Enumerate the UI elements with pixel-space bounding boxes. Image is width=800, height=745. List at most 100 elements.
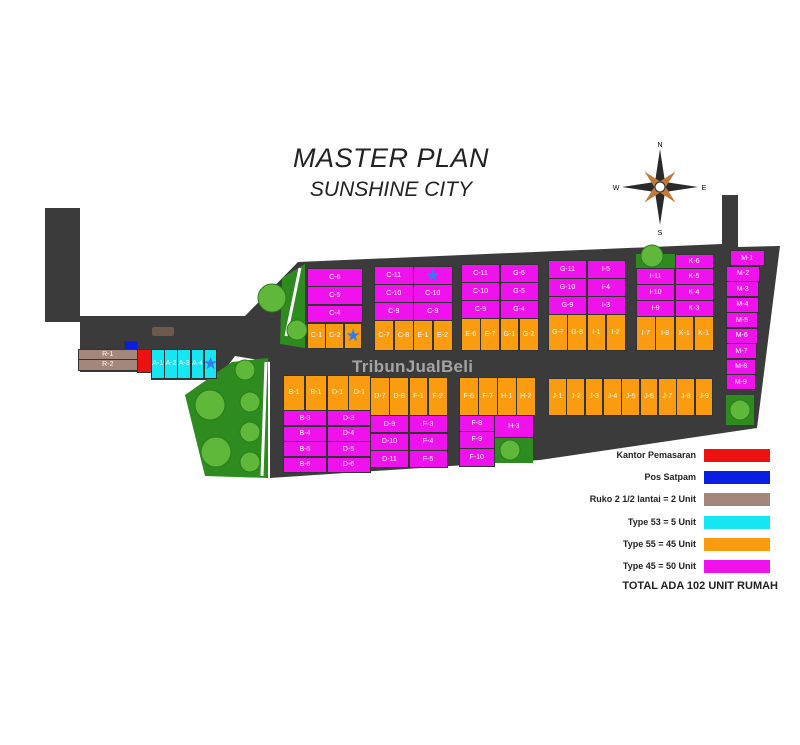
lot-g-10: G-10 xyxy=(548,278,587,297)
lot-d-5: D-5 xyxy=(326,441,371,457)
lot-label: G-2 xyxy=(522,330,535,338)
lot-label: E-1 xyxy=(417,331,429,339)
lot-c-4: C-4 xyxy=(307,304,363,324)
lot-a-1: A-1 xyxy=(151,349,165,379)
lot-label: B-1 xyxy=(310,389,322,397)
lot-label: G-9 xyxy=(561,301,574,309)
lot-label: M-4 xyxy=(736,301,749,308)
lot-c-11: C-11 xyxy=(374,266,414,285)
lot-e-1: E-1 xyxy=(413,320,433,351)
lot-label: B-1 xyxy=(288,389,300,397)
palm-tree-icon xyxy=(200,436,232,468)
lot-label: F-9 xyxy=(471,436,483,444)
lot-c-5: C-5 xyxy=(307,286,363,306)
lot-label: J-6 xyxy=(644,393,654,401)
lot-f-9: F-9 xyxy=(459,431,495,449)
lot-label: C-10 xyxy=(386,289,402,297)
legend-item-type45: Type 45 = 50 Unit xyxy=(560,559,770,573)
lot-label: F-1 xyxy=(413,392,424,400)
lot-label: M-6 xyxy=(735,332,748,339)
lot-d-6: D-6 xyxy=(326,456,371,473)
lot-label: H-1 xyxy=(501,392,513,400)
lot-label: D-10 xyxy=(381,438,398,445)
legend-item-type55: Type 55 = 45 Unit xyxy=(560,537,770,551)
lot-label: B-4 xyxy=(299,430,311,437)
lot-d-11: D-11 xyxy=(370,450,409,468)
lot-label: J-5 xyxy=(625,393,636,401)
lot-h-3: H-3 xyxy=(494,415,534,438)
lot-label: B-6 xyxy=(299,461,311,468)
lot-label: I-1 xyxy=(592,328,601,336)
lot-label: H-2 xyxy=(520,392,532,400)
lot-marked: ★ xyxy=(413,266,453,285)
lot-f-6: F-6 xyxy=(459,377,479,416)
legend-label: Ruko 2 1/2 lantai = 2 Unit xyxy=(589,494,696,504)
lot-label: A-4 xyxy=(191,360,203,368)
lot-i-11: I-11 xyxy=(636,268,675,285)
compass-rose-icon: N E S W xyxy=(613,142,707,237)
compass-n: N xyxy=(657,142,662,149)
lot-label: E-2 xyxy=(437,331,448,339)
lot-i-9: I-9 xyxy=(636,300,675,317)
lot-f-2: F-2 xyxy=(427,377,448,416)
lot-i-1: I-1 xyxy=(586,314,607,351)
lot-j-8: J-8 xyxy=(676,378,696,416)
path-line xyxy=(260,361,268,477)
lot-label: I-9 xyxy=(651,304,660,312)
lot-c-10: C-10 xyxy=(413,284,453,303)
palm-tree-icon xyxy=(499,439,521,461)
lot-c-1: C-1 xyxy=(307,323,326,349)
lot-k-5: K-5 xyxy=(674,268,714,285)
lot-label: D-11 xyxy=(382,455,397,463)
lot-label: C-7 xyxy=(378,331,390,339)
lot-marked: ★ xyxy=(203,349,218,379)
palm-tree-icon xyxy=(257,283,287,313)
lot-r-2: R-2 xyxy=(78,359,138,371)
lot-e-6: E-6 xyxy=(461,318,481,351)
lot-label: K-1 xyxy=(678,329,690,337)
lot-label: C-10 xyxy=(425,289,441,297)
compass-e: E xyxy=(702,185,707,192)
lot-label: I-10 xyxy=(649,288,662,296)
lot-m-1: M-1 xyxy=(730,250,765,266)
lot-label: A-3 xyxy=(178,360,190,368)
lot-label: D-3 xyxy=(342,414,355,422)
lot-label: B-5 xyxy=(299,445,311,453)
lot-c-11: C-11 xyxy=(461,264,500,283)
lot-m-4: M-4 xyxy=(726,296,759,313)
lot-c-8: C-8 xyxy=(393,320,414,351)
lot-d-8: D-8 xyxy=(389,377,409,416)
lot-f-8: F-8 xyxy=(459,415,495,432)
lot-b-1: B-1 xyxy=(283,375,306,411)
lot-label: D-5 xyxy=(342,445,355,453)
legend-item-type53: Type 53 = 5 Unit xyxy=(560,515,770,529)
lot-g-9: G-9 xyxy=(548,296,587,315)
lot-label: C-11 xyxy=(386,271,402,279)
lot-g-7: G-7 xyxy=(548,314,568,351)
palm-tree-icon xyxy=(234,359,256,381)
lot-b-3: B-3 xyxy=(283,410,327,426)
lot-h-1: H-1 xyxy=(497,377,517,416)
lot-f-4: F-4 xyxy=(408,432,448,451)
palm-tree-icon xyxy=(239,451,261,473)
lot-k-1: K-1 xyxy=(674,316,695,351)
lot-label: D-9 xyxy=(383,420,396,428)
lot-g-8: G-8 xyxy=(567,314,587,351)
total-units: TOTAL ADA 102 UNIT RUMAH xyxy=(622,580,778,592)
lot-label: E-7 xyxy=(484,330,496,338)
legend-label: Type 53 = 5 Unit xyxy=(627,517,696,527)
lot-label: J-3 xyxy=(589,393,599,401)
lot-label: D-1 xyxy=(331,389,344,397)
lot-g-11: G-11 xyxy=(548,260,587,279)
lot-label: H-3 xyxy=(508,422,520,430)
legend-swatch xyxy=(704,470,770,484)
lot-label: G-10 xyxy=(559,283,576,291)
legend-item-ruko: Ruko 2 1/2 lantai = 2 Unit xyxy=(560,492,770,506)
lot-f-3: F-3 xyxy=(408,415,448,433)
palm-tree-icon xyxy=(286,319,308,341)
lot-label: C-10 xyxy=(472,287,489,295)
legend-swatch xyxy=(704,559,770,573)
lot-label: G-5 xyxy=(513,287,525,295)
lot-label: M-1 xyxy=(741,254,754,262)
